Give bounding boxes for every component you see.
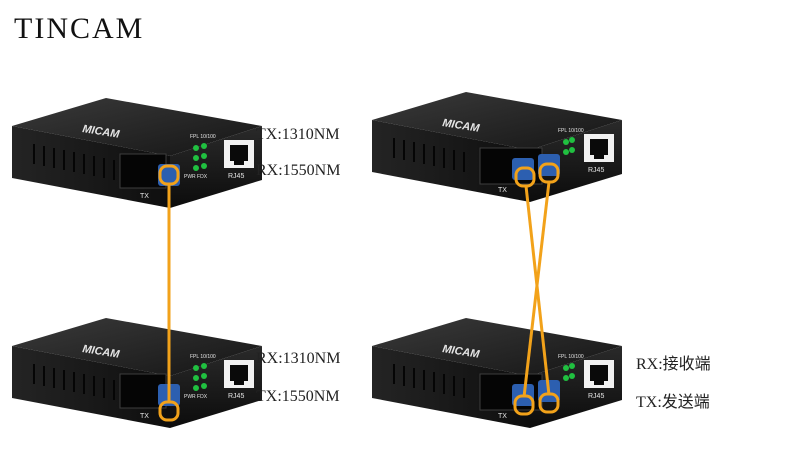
media-converter-bottom-left xyxy=(11,317,263,429)
label-bottom-right-tx: TX:发送端 xyxy=(636,394,710,411)
fiber-cable-cross-b xyxy=(522,181,551,398)
label-bottom-left-tx: TX:1550NM xyxy=(256,388,340,405)
label-bottom-right-rx: RX:接收端 xyxy=(636,356,711,373)
media-converter-top-right xyxy=(371,91,623,203)
media-converter-bottom-right xyxy=(371,317,623,429)
brand-title: TINCAM xyxy=(14,12,145,45)
label-top-left-rx: RX:1550NM xyxy=(256,162,341,179)
media-converter-top-left xyxy=(11,97,263,209)
label-top-left-tx: TX:1310NM xyxy=(256,126,340,143)
label-bottom-left-rx: RX:1310NM xyxy=(256,350,341,367)
